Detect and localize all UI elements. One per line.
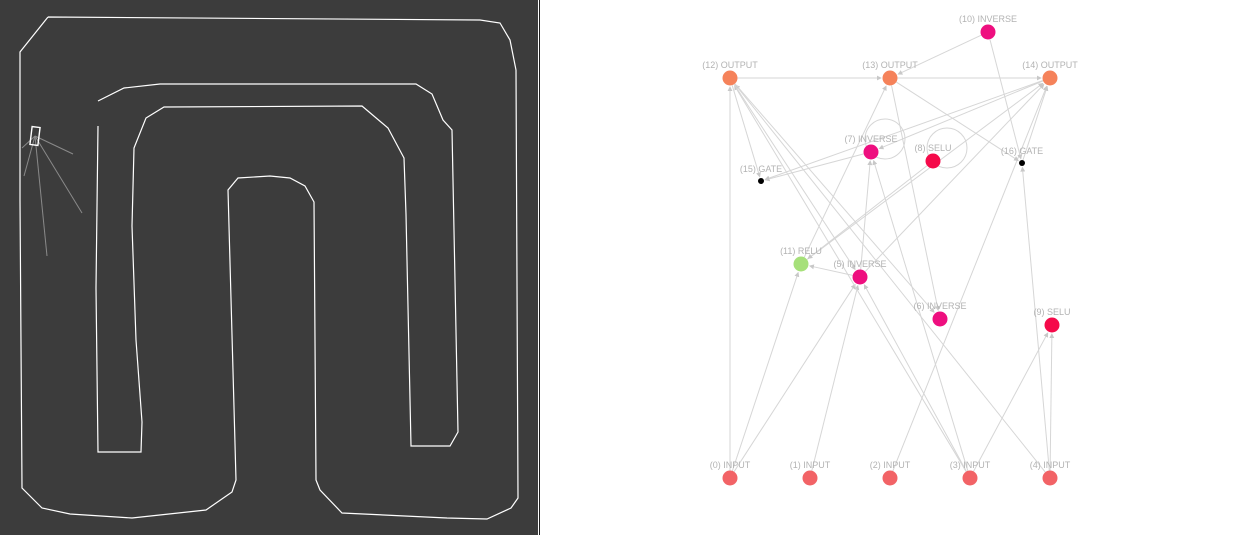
node-label-2: (2) INPUT bbox=[870, 460, 911, 470]
edge-10-to-16 bbox=[989, 39, 1023, 160]
edge-3-to-5 bbox=[863, 284, 967, 472]
node-label-7: (7) INVERSE bbox=[844, 134, 897, 144]
node-13[interactable] bbox=[882, 70, 898, 86]
node-1[interactable] bbox=[802, 470, 818, 486]
track-canvas bbox=[19, 16, 519, 520]
node-label-1: (1) INPUT bbox=[790, 460, 831, 470]
node-label-0: (0) INPUT bbox=[710, 460, 751, 470]
node-7[interactable] bbox=[863, 144, 879, 160]
edge-5-to-11 bbox=[808, 264, 853, 276]
edge-12-to-5 bbox=[733, 84, 856, 271]
node-11[interactable] bbox=[793, 256, 809, 272]
edge-4-to-16 bbox=[1020, 166, 1050, 471]
node-6[interactable] bbox=[932, 311, 948, 327]
edge-11-to-13 bbox=[803, 85, 887, 258]
sensor-ray-3 bbox=[34, 135, 83, 214]
network-edges bbox=[727, 34, 1055, 473]
self-loop-7 bbox=[864, 118, 906, 160]
edge-13-to-6 bbox=[891, 85, 940, 312]
node-label-11: (11) RELU bbox=[780, 246, 822, 256]
node-10[interactable] bbox=[980, 24, 996, 40]
edge-3-to-9 bbox=[973, 332, 1049, 472]
track-outer-boundary bbox=[19, 16, 519, 520]
network-labels: (0) INPUT (1) INPUT (2) INPUT (3) INPUT (4) … bbox=[702, 14, 1078, 470]
car-body bbox=[29, 125, 41, 147]
edge-12-to-6 bbox=[734, 83, 935, 313]
node-0[interactable] bbox=[722, 470, 738, 486]
node-label-5: (5) INVERSE bbox=[833, 259, 886, 269]
edge-3-to-12 bbox=[734, 85, 967, 472]
node-3[interactable] bbox=[962, 470, 978, 486]
sensor-ray-4 bbox=[34, 135, 74, 155]
node-9[interactable] bbox=[1044, 317, 1060, 333]
network-nodes bbox=[722, 24, 1060, 486]
network-graph: (0) INPUT (1) INPUT (2) INPUT (3) INPUT (4) … bbox=[702, 14, 1078, 486]
track-inner-boundary bbox=[95, 83, 459, 453]
node-label-13: (13) OUTPUT bbox=[862, 60, 918, 70]
node-14[interactable] bbox=[1042, 70, 1058, 86]
node-8[interactable] bbox=[925, 153, 941, 169]
car-sensors bbox=[21, 135, 83, 257]
node-15[interactable] bbox=[758, 178, 764, 184]
node-label-4: (4) INPUT bbox=[1030, 460, 1071, 470]
node-2[interactable] bbox=[882, 470, 898, 486]
edge-11-to-14 bbox=[806, 82, 1044, 260]
node-label-16: (16) GATE bbox=[1001, 146, 1043, 156]
node-label-8: (8) SELU bbox=[914, 143, 951, 153]
network-self-loops bbox=[864, 118, 968, 169]
edge-14-to-15 bbox=[764, 80, 1044, 181]
node-label-14: (14) OUTPUT bbox=[1022, 60, 1078, 70]
node-label-3: (3) INPUT bbox=[950, 460, 991, 470]
sensor-ray-1 bbox=[23, 135, 36, 177]
self-loop-8 bbox=[926, 127, 968, 169]
panel-divider-line bbox=[539, 0, 540, 535]
node-4[interactable] bbox=[1042, 470, 1058, 486]
node-label-12: (12) OUTPUT bbox=[702, 60, 758, 70]
edge-4-to-12 bbox=[735, 84, 1046, 473]
edge-4-to-9 bbox=[1049, 333, 1055, 471]
track-panel bbox=[0, 0, 538, 535]
network-panel: (0) INPUT (1) INPUT (2) INPUT (3) INPUT (4) … bbox=[541, 0, 1240, 535]
edge-16-to-14 bbox=[1022, 85, 1049, 161]
edge-1-to-5 bbox=[811, 284, 860, 471]
edge-2-to-14 bbox=[892, 85, 1048, 472]
edge-7-to-15 bbox=[764, 153, 864, 182]
node-label-15: (15) GATE bbox=[740, 164, 782, 174]
edge-10-to-13 bbox=[897, 34, 982, 75]
edge-8-to-11 bbox=[807, 165, 928, 259]
node-5[interactable] bbox=[852, 269, 868, 285]
edge-0-to-11 bbox=[731, 271, 800, 472]
node-16[interactable] bbox=[1019, 160, 1025, 166]
node-label-10: (10) INVERSE bbox=[959, 14, 1017, 24]
sensor-ray-2 bbox=[34, 135, 48, 257]
node-label-6: (6) INVERSE bbox=[913, 301, 966, 311]
node-label-9: (9) SELU bbox=[1033, 307, 1070, 317]
edge-13-to-16 bbox=[896, 81, 1019, 162]
edge-0-to-5 bbox=[733, 283, 856, 472]
sensor-ray-0 bbox=[21, 135, 36, 149]
edge-12-to-15 bbox=[731, 85, 761, 178]
edge-14-to-7 bbox=[878, 80, 1044, 150]
node-12[interactable] bbox=[722, 70, 738, 86]
edge-5-to-14 bbox=[864, 83, 1045, 272]
